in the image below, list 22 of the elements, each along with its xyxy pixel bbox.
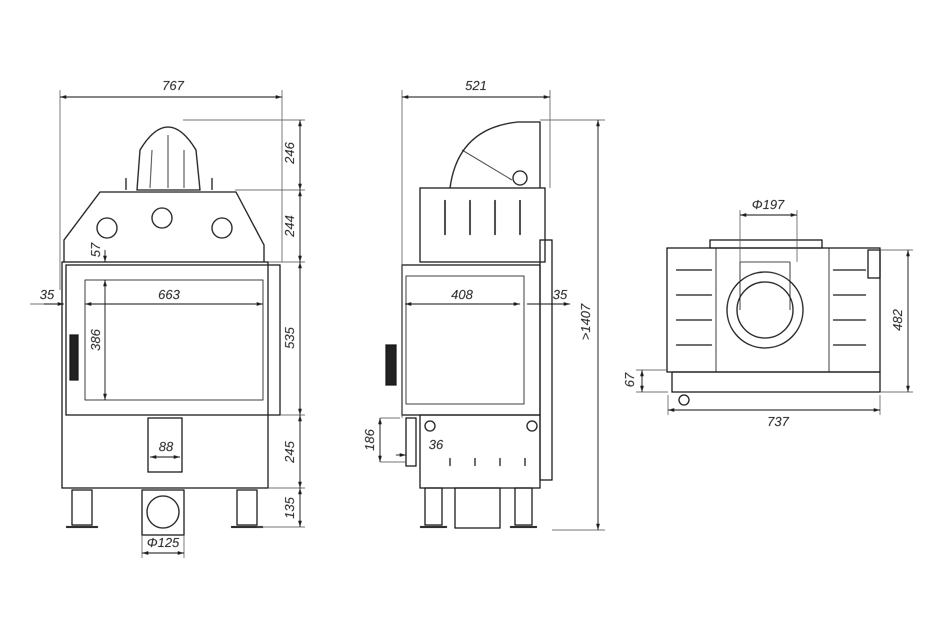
dimension-value: Φ125 bbox=[146, 536, 180, 550]
dimension-value: 57 bbox=[89, 242, 103, 258]
dimension-value: 408 bbox=[451, 288, 473, 302]
dimension-value: 245 bbox=[283, 441, 297, 463]
dimension-value: 135 bbox=[283, 497, 297, 519]
dimension-value: 67 bbox=[623, 372, 637, 388]
dimension-value: 535 bbox=[283, 327, 297, 349]
dimension-value: >1407 bbox=[579, 304, 593, 340]
dimension-value: 36 bbox=[428, 438, 444, 452]
dimension-value: 35 bbox=[552, 288, 568, 302]
dimension-value: Φ197 bbox=[752, 198, 784, 212]
dimension-value: 244 bbox=[283, 215, 297, 237]
dimension-value: 767 bbox=[162, 79, 184, 93]
dimension-value: 35 bbox=[40, 288, 54, 302]
dimension-value: 663 bbox=[158, 288, 180, 302]
dimension-value: 521 bbox=[465, 79, 487, 93]
dimension-value: 482 bbox=[891, 309, 905, 331]
dimension-value: 88 bbox=[158, 440, 174, 454]
dimension-value: 186 bbox=[363, 429, 377, 451]
dimension-value: 737 bbox=[767, 415, 789, 429]
dimension-value: 246 bbox=[283, 142, 297, 164]
dimension-value: 386 bbox=[89, 329, 103, 351]
